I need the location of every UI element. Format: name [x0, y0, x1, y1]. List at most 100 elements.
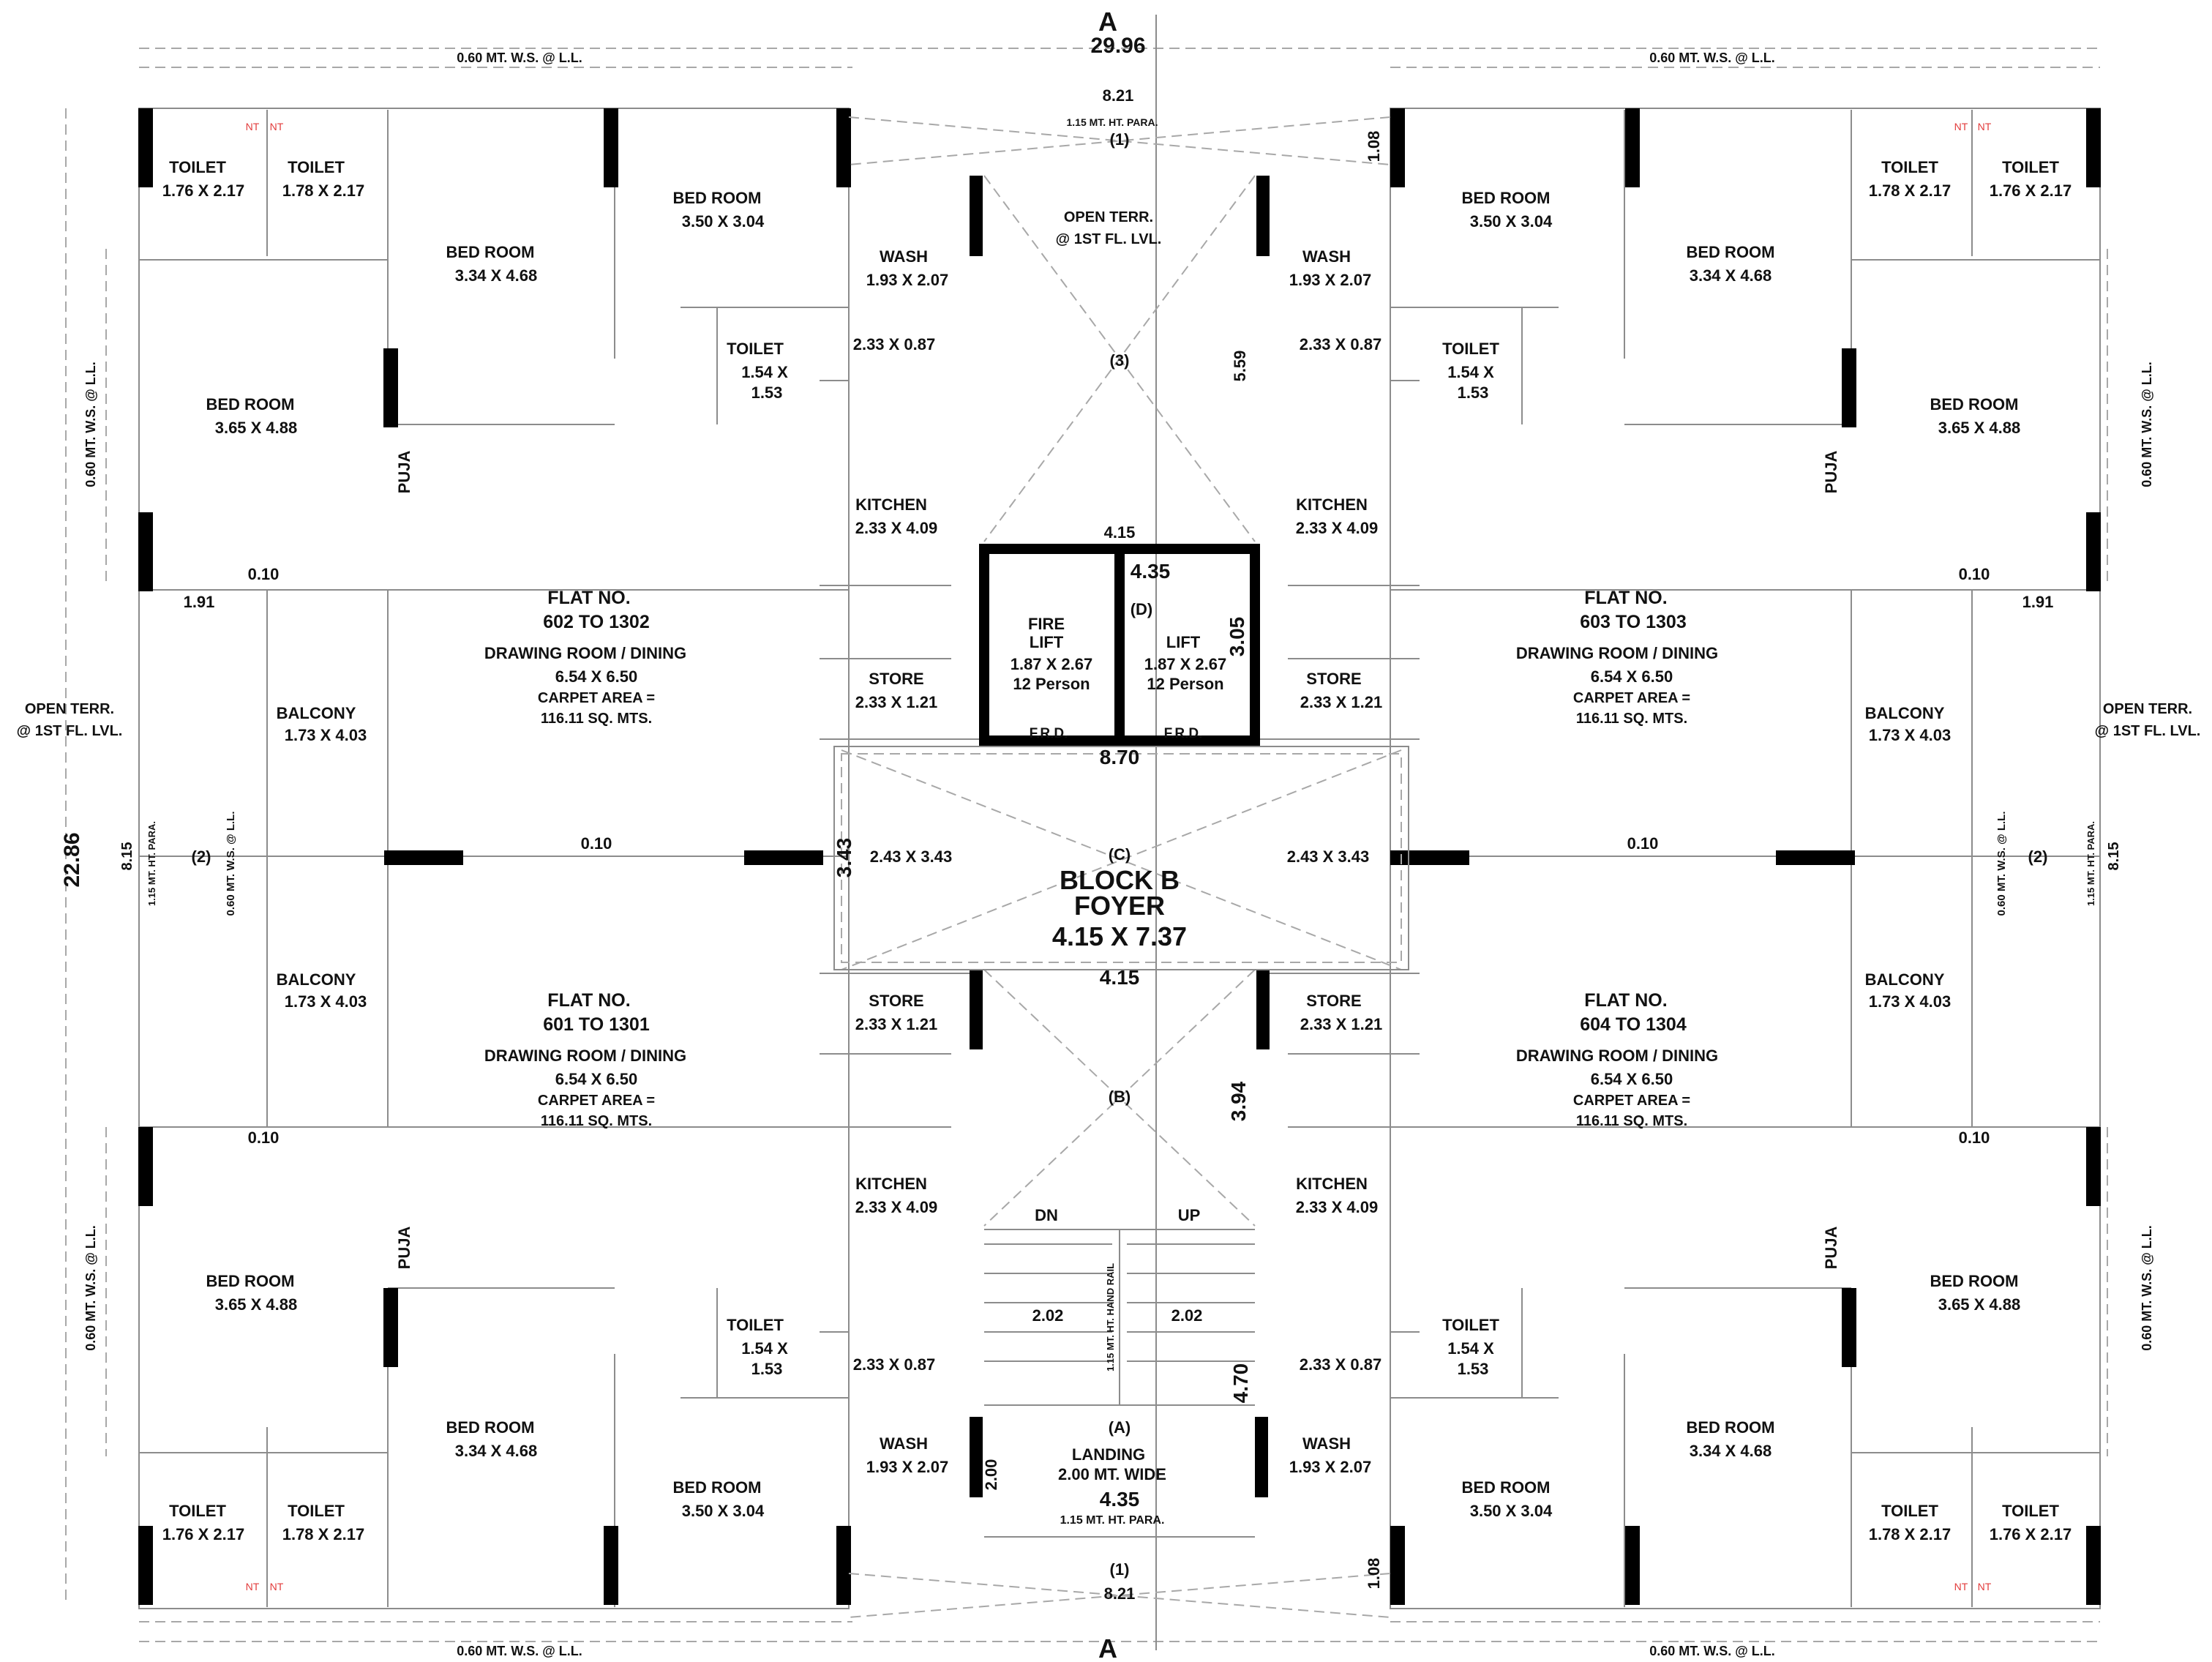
toilet-size: 1.78 X 2.17 [282, 1525, 365, 1543]
flat-no-label: FLAT NO. [1584, 990, 1667, 1011]
bedroom-label: BED ROOM [673, 1478, 762, 1497]
fire-lift-capacity: 12 Person [1013, 675, 1090, 693]
toilet-small-label: TOILET [727, 340, 784, 358]
toilet-label: TOILET [169, 158, 226, 176]
bedroom-size: 3.34 X 4.68 [1690, 1442, 1772, 1460]
open-terrace-left-label: OPEN TERR. [25, 701, 114, 717]
open-terrace-left-level: @ 1ST FL. LVL. [17, 723, 123, 739]
bedroom-label: BED ROOM [673, 189, 762, 207]
balcony-tag: (2) [192, 847, 211, 866]
flat-no-label: FLAT NO. [1584, 588, 1667, 608]
void-b-tag: (B) [1109, 1088, 1131, 1106]
kitchen-size: 2.33 X 4.09 [855, 1198, 938, 1216]
toilet-label: TOILET [288, 158, 345, 176]
stair-bottom-para: 1.15 MT. HT. PARA. [1060, 1514, 1165, 1527]
bedroom-size: 3.65 X 4.88 [215, 1295, 298, 1314]
kitchen-label: KITCHEN [1296, 495, 1368, 514]
balcony-size: 1.73 X 4.03 [285, 726, 367, 744]
top-para-note: 1.15 MT. HT. PARA. [1067, 116, 1158, 128]
lift-size: 1.87 X 2.67 [1144, 655, 1227, 673]
bedroom-size: 3.50 X 3.04 [682, 1502, 765, 1520]
store-label: STORE [869, 670, 923, 688]
stair-bottom-dim: 8.21 [1104, 1584, 1136, 1603]
ws-note-bottom-left: 0.60 MT. W.S. @ L.L. [457, 1644, 582, 1658]
balcony-size: 1.73 X 4.03 [1869, 992, 1952, 1011]
toilet-size: 1.78 X 2.17 [1869, 1525, 1952, 1543]
bedroom-label: BED ROOM [446, 1418, 535, 1437]
carpet-area-label: CARPET AREA = [1573, 1093, 1690, 1109]
side-depth-right: 8.15 [2106, 842, 2122, 871]
central-core [833, 116, 1409, 1618]
bedroom-size: 3.50 X 3.04 [1470, 1502, 1553, 1520]
block-title: BLOCK B [1060, 865, 1180, 895]
section-marker-bottom: A [1098, 1633, 1117, 1662]
fire-lift-size: 1.87 X 2.67 [1011, 655, 1093, 673]
toilet-label: TOILET [169, 1502, 226, 1520]
nt-mark: NT [1954, 1581, 1968, 1592]
nt-mark: NT [270, 1581, 284, 1592]
central-width-dimension: 8.21 [1103, 86, 1134, 105]
toilet-small-size: 1.54 X [741, 1339, 788, 1358]
lift-capacity: 12 Person [1147, 675, 1223, 693]
wash-size: 1.93 X 2.07 [1289, 271, 1372, 289]
wash-size: 1.93 X 2.07 [866, 1458, 949, 1476]
bedroom-label: BED ROOM [206, 1272, 295, 1290]
wash-label: WASH [880, 1434, 928, 1453]
drawing-room-label: DRAWING ROOM / DINING [1516, 1047, 1718, 1065]
lift-title: LIFT [1166, 633, 1201, 651]
dimension-lines [65, 15, 2108, 1650]
bedroom-label: BED ROOM [1930, 1272, 2019, 1290]
ws-note-top-left: 0.60 MT. W.S. @ L.L. [457, 50, 582, 65]
bedroom-size: 3.65 X 4.88 [215, 419, 298, 437]
bedroom-size: 3.34 X 4.68 [455, 266, 538, 285]
flat-top-left: TOILET 1.76 X 2.17 TOILET 1.78 X 2.17 BE… [162, 158, 949, 866]
store-size: 2.33 X 1.21 [1300, 1015, 1383, 1033]
puja-label: PUJA [395, 1227, 413, 1270]
kitchen-label: KITCHEN [855, 495, 927, 514]
toilet-small-size: 1.54 X [1447, 1339, 1494, 1358]
lobby-right-size: 2.43 X 3.43 [1287, 847, 1370, 866]
para-note-right: 1.15 MT. HT. PARA. [2085, 821, 2096, 906]
toilet-size: 1.76 X 2.17 [162, 1525, 245, 1543]
stair-handrail: 1.15 MT. HT. HAND RAIL [1105, 1263, 1116, 1371]
drawing-room-label: DRAWING ROOM / DINING [484, 1047, 686, 1065]
void-b-depth: 3.94 [1227, 1081, 1250, 1121]
balcony-size: 1.73 X 4.03 [1869, 726, 1952, 744]
flat-number: 604 TO 1304 [1580, 1014, 1687, 1035]
side-depth-left: 8.15 [119, 842, 135, 871]
carpet-area-value: 116.11 SQ. MTS. [541, 711, 652, 727]
wall-thickness: 0.10 [248, 1128, 280, 1147]
flat-top-right: TOILET 1.76 X 2.17 TOILET 1.78 X 2.17 BE… [1289, 158, 2072, 866]
wall-thickness: 0.10 [248, 565, 280, 583]
nt-mark: NT [246, 1581, 260, 1592]
puja-label: PUJA [395, 451, 413, 494]
store-label: STORE [1306, 992, 1361, 1010]
drawing-room-size: 6.54 X 6.50 [1591, 667, 1673, 686]
para-note-left: 1.15 MT. HT. PARA. [146, 821, 157, 906]
flat-no-label: FLAT NO. [547, 990, 630, 1011]
wall-thickness: 0.10 [1959, 565, 1990, 583]
flat-number: 602 TO 1302 [543, 612, 649, 632]
ws-note-bottom-right: 0.60 MT. W.S. @ L.L. [1649, 1644, 1775, 1658]
toilet-size: 1.78 X 2.17 [282, 181, 365, 200]
toilet-label: TOILET [1881, 158, 1938, 176]
stair-depth: 4.70 [1229, 1363, 1252, 1404]
toilet-size: 1.76 X 2.17 [1990, 1525, 2072, 1543]
top-para-tag: (1) [1110, 130, 1130, 149]
fire-lift-subtitle: LIFT [1030, 633, 1064, 651]
bedroom-label: BED ROOM [1462, 1478, 1551, 1497]
nt-mark: NT [270, 121, 284, 132]
toilet-label: TOILET [2002, 158, 2059, 176]
bedroom-size: 3.50 X 3.04 [682, 212, 765, 231]
store-size: 2.33 X 1.21 [855, 1015, 938, 1033]
bedroom-label: BED ROOM [1930, 395, 2019, 413]
flat-no-label: FLAT NO. [547, 588, 630, 608]
foyer-tag: (C) [1109, 845, 1131, 864]
bedroom-label: BED ROOM [1462, 189, 1551, 207]
bedroom-size: 3.34 X 4.68 [1690, 266, 1772, 285]
lift-zone-tag: (D) [1131, 600, 1153, 618]
landing-depth: 2.00 [982, 1459, 1000, 1491]
stair-down-label: DN [1035, 1206, 1058, 1224]
stair-bottom-tag: (1) [1110, 1560, 1130, 1579]
balcony-width: 1.91 [2022, 593, 2054, 611]
